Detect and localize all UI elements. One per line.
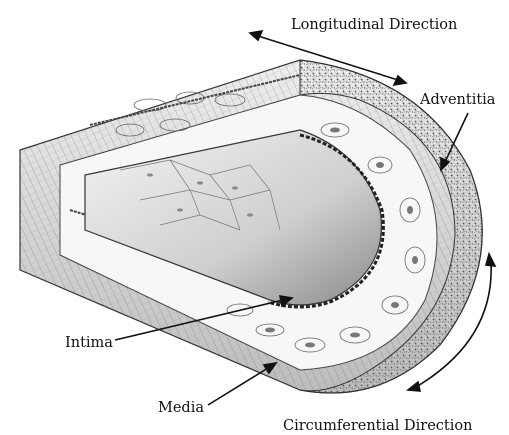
longitudinal-direction-label: Longitudinal Direction bbox=[291, 17, 457, 33]
media-pointer-arrow bbox=[208, 363, 276, 405]
intima-label: Intima bbox=[65, 335, 113, 351]
adventitia-label: Adventitia bbox=[419, 92, 496, 108]
circumferential-direction-label: Circumferential Direction bbox=[283, 418, 472, 434]
media-label: Media bbox=[158, 400, 204, 416]
